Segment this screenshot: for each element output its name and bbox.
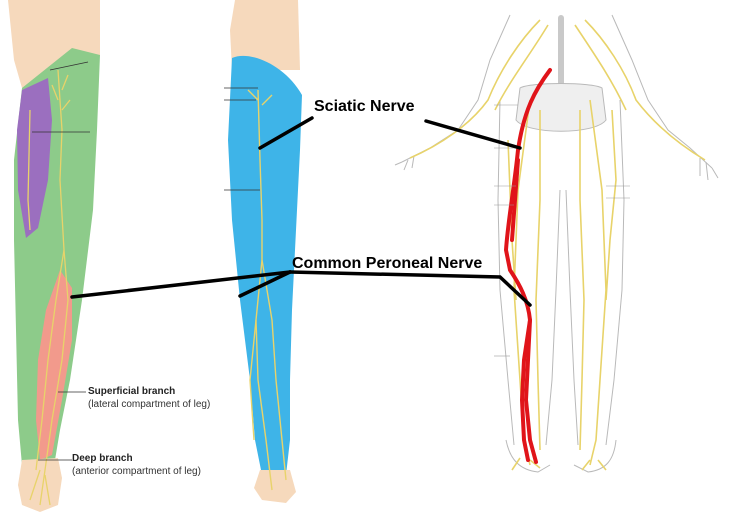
superficial-branch-label: Superficial branch [88, 386, 176, 397]
left-leg-pink-region [36, 270, 72, 460]
left-leg-nerves [27, 69, 71, 506]
middle-leg-blue-region [228, 55, 302, 475]
middle-leg-foot [254, 470, 296, 503]
sciatic-leader-right [424, 119, 522, 150]
peroneal-leader-to-left-leg [70, 270, 292, 299]
middle-leg-skin-top [230, 0, 300, 70]
pelvis [515, 83, 607, 132]
left-leg-illustration [8, 0, 100, 512]
body-outline [401, 14, 713, 473]
deep-branch-label: Deep branch [72, 453, 133, 464]
middle-leg-nerves [247, 89, 287, 491]
highlighted-nerve [503, 68, 552, 464]
main-leader-lines [70, 116, 532, 307]
middle-leg-thin-leaders [224, 87, 260, 191]
full-body-figure [394, 14, 719, 473]
left-leg-purple-region [17, 78, 52, 238]
left-leg-foot [18, 458, 62, 512]
common-peroneal-nerve-label: Common Peroneal Nerve [292, 255, 483, 272]
hands [394, 155, 719, 181]
superficial-branch-desc: (lateral compartment of leg) [88, 399, 211, 410]
sciatic-nerve-label: Sciatic Nerve [314, 98, 415, 115]
middle-leg-illustration [224, 0, 302, 503]
left-leg-skin-top [8, 0, 100, 88]
figure-thin-ticks [494, 104, 630, 357]
peroneal-leader-to-figure [288, 270, 532, 307]
left-leg-thin-leaders [32, 61, 90, 461]
deep-branch-desc: (anterior compartment of leg) [72, 466, 201, 477]
sciatic-leader-left [258, 116, 314, 150]
peroneal-leader-to-middle-leg [238, 270, 292, 298]
